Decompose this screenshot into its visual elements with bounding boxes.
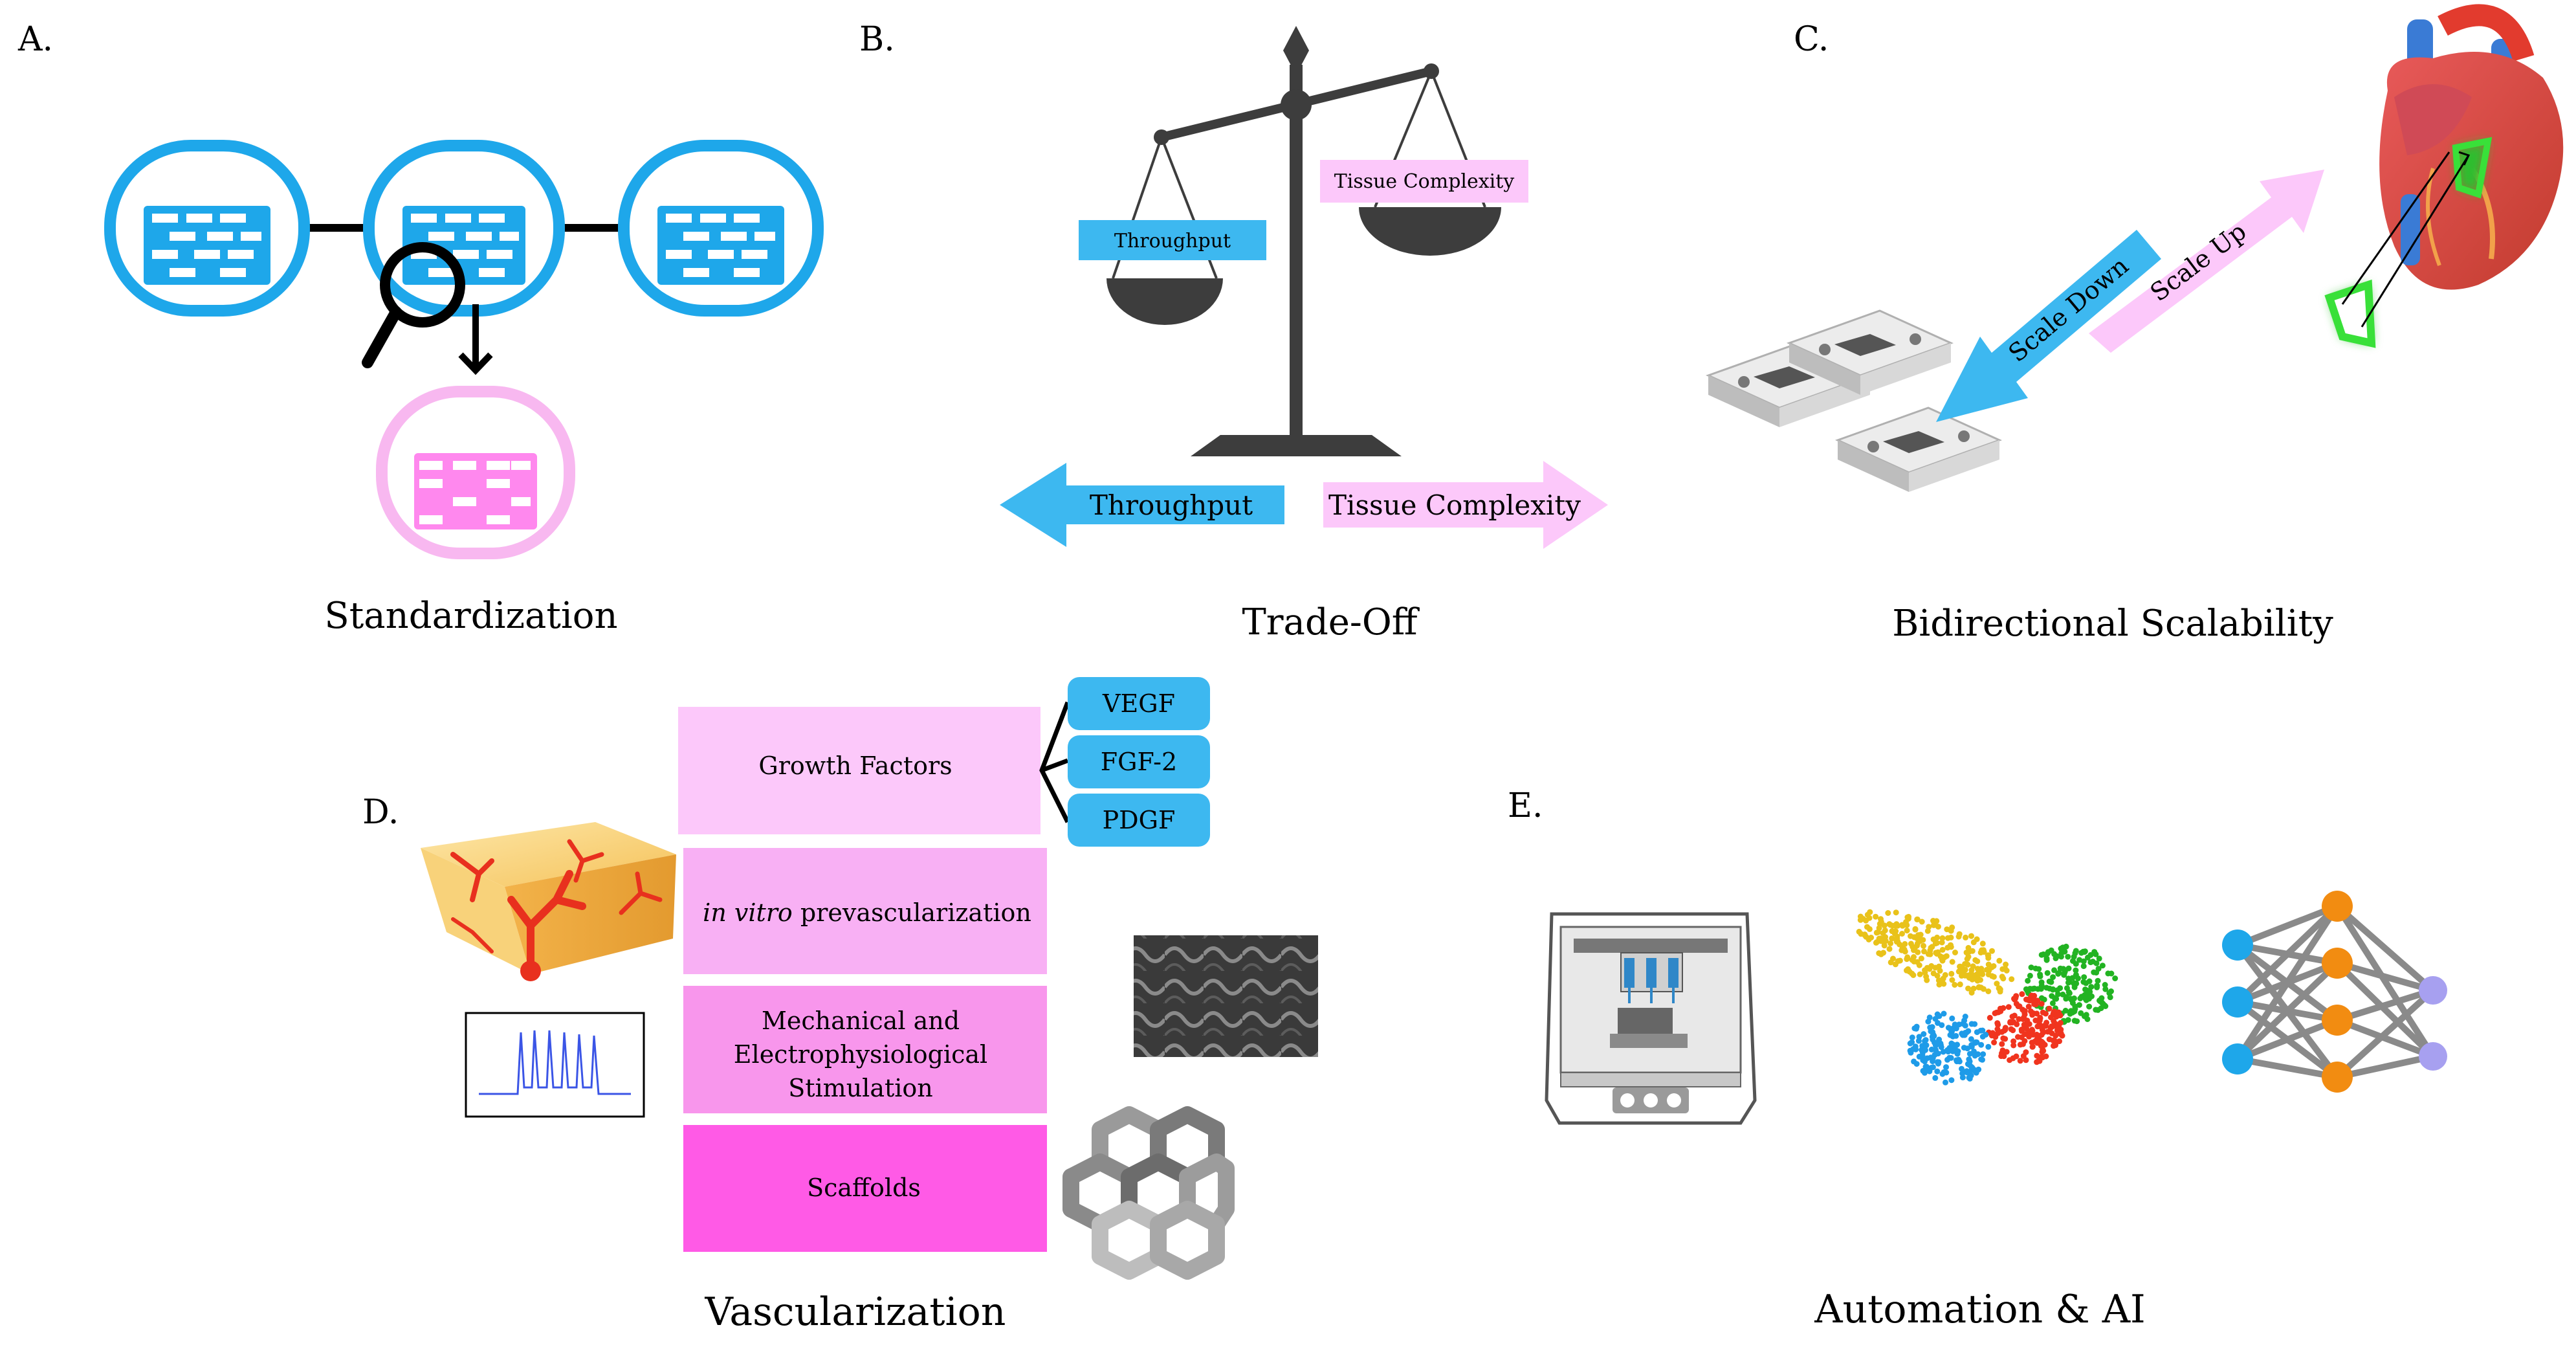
dataset-node-left — [104, 140, 310, 317]
growth-factors-block — [678, 707, 1040, 834]
nn-hidden-node — [2322, 948, 2353, 979]
throughput-arrow-label: Throughput — [1090, 489, 1253, 521]
hexagon-lattice-icon — [1062, 1106, 1235, 1280]
balance-scale-icon — [1106, 26, 1501, 456]
pan-label-right-bg — [1320, 160, 1528, 203]
scale-up-label: Scale Up — [2145, 217, 2252, 307]
panel-a: A. — [17, 20, 824, 637]
tissue-complexity-arrow — [1323, 461, 1608, 549]
nn-output-node — [2419, 976, 2447, 1005]
scale-down-arrow — [1936, 230, 2161, 422]
pan-label-right: Tissue Complexity — [1334, 170, 1515, 193]
action-potential-icon — [465, 1012, 645, 1118]
panel-e-letter: E. — [1508, 786, 1543, 825]
magnifier-icon — [362, 242, 493, 375]
stimulation-label-line2: Electrophysiological — [734, 1040, 987, 1069]
tissue-complexity-arrow-label: Tissue Complexity — [1328, 489, 1581, 521]
panel-b-letter: B. — [859, 20, 895, 59]
prevasc-rest-text: prevascularization — [793, 898, 1031, 927]
stimulation-label-line3: Stimulation — [788, 1074, 933, 1102]
heart-icon — [2379, 4, 2564, 290]
scaffold-mesh-icon — [1134, 935, 1318, 1057]
vascular-cube-icon — [421, 822, 676, 981]
nn-input-node — [2222, 930, 2253, 961]
panel-d-letter: D. — [362, 793, 399, 832]
panel-c: C. — [1706, 4, 2564, 645]
panel-c-caption: Bidirectional Scalability — [1892, 603, 2333, 645]
panel-e-caption: Automation & AI — [1814, 1287, 2146, 1332]
fgf2-label: FGF-2 — [1101, 748, 1177, 776]
tissue-sample-icon — [2324, 151, 2471, 348]
prevasc-italic-text: in vitro — [703, 898, 793, 927]
pan-label-left-bg — [1079, 220, 1266, 260]
scaffolds-label: Scaffolds — [807, 1174, 921, 1202]
panel-a-letter: A. — [17, 20, 53, 59]
vegf-pill — [1068, 677, 1210, 730]
growth-factors-label: Growth Factors — [758, 751, 952, 780]
nn-input-node — [2222, 1043, 2253, 1074]
pdgf-pill — [1068, 794, 1210, 847]
panel-e: E. Automation & AI — [1508, 786, 2447, 1332]
stimulation-block — [683, 986, 1047, 1113]
fgf2-pill — [1068, 735, 1210, 788]
prevascularization-block — [683, 848, 1047, 974]
pdgf-label: PDGF — [1103, 806, 1176, 834]
stimulation-label-line1: Mechanical and — [762, 1007, 960, 1035]
bioprinter-icon — [1545, 912, 1757, 1125]
cluster-scatter-icon — [1856, 909, 2119, 1085]
nn-output-node — [2419, 1042, 2447, 1071]
factor-bracket — [1039, 701, 1070, 823]
standardized-dataset-node — [376, 386, 575, 559]
panel-d-caption: Vascularization — [705, 1289, 1006, 1335]
dataset-node-right — [618, 140, 824, 317]
prevascularization-label: in vitro prevascularization — [703, 898, 1031, 927]
dataset-node-center — [363, 140, 565, 317]
throughput-arrow — [1000, 463, 1284, 547]
panel-a-caption: Standardization — [324, 595, 617, 637]
panel-d: D. Growth Factors in vitro prevasculariz… — [362, 677, 1318, 1335]
chip-icon — [1706, 309, 2002, 492]
panel-b: B. Throughput Tissue Complexity Throughp… — [859, 20, 1608, 643]
nn-hidden-node — [2322, 891, 2353, 922]
pan-label-left: Throughput — [1114, 230, 1231, 252]
panel-b-caption: Trade-Off — [1242, 601, 1420, 643]
scale-up-arrow — [2089, 170, 2324, 353]
nn-hidden-node — [2322, 1005, 2353, 1036]
scaffolds-block — [683, 1125, 1047, 1252]
panel-c-letter: C. — [1794, 20, 1829, 59]
vegf-label: VEGF — [1102, 689, 1175, 718]
neural-network-icon — [2222, 891, 2447, 1093]
nn-hidden-node — [2322, 1062, 2353, 1093]
nn-input-node — [2222, 986, 2253, 1018]
